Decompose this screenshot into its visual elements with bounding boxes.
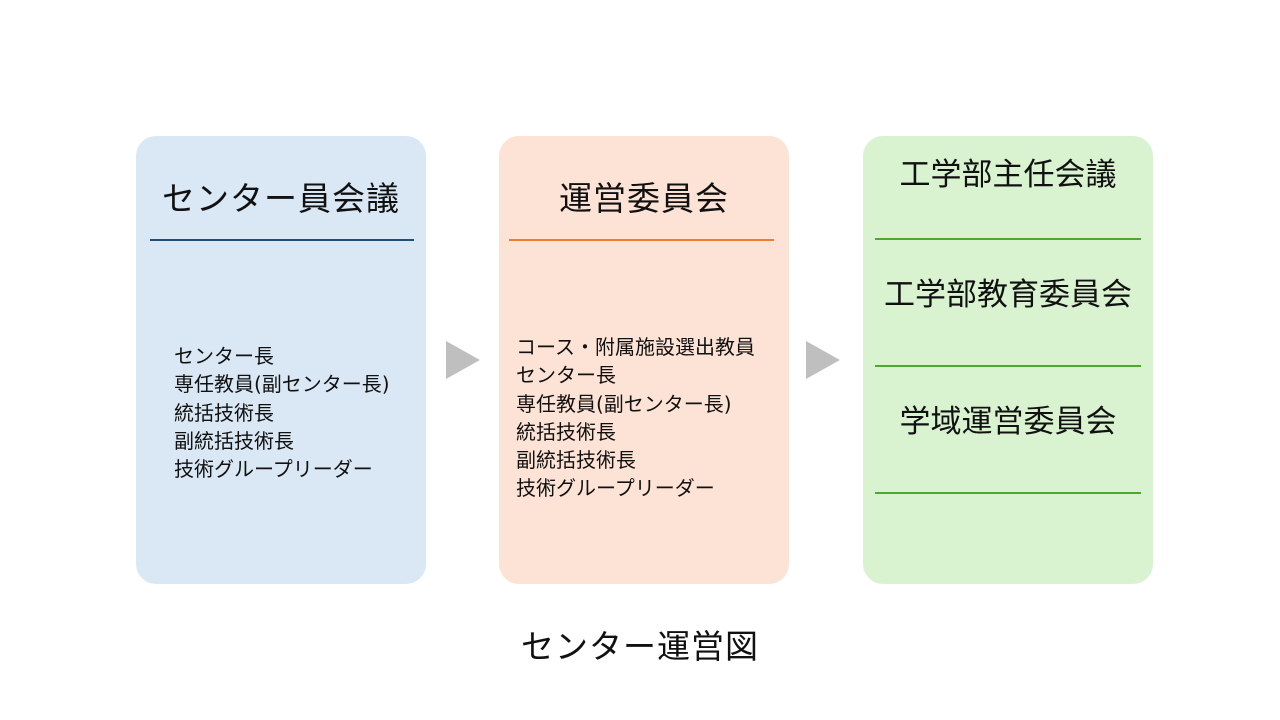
member-item: 統括技術長 xyxy=(174,400,274,425)
card-title: センター員会議 xyxy=(162,179,400,218)
member-item: コース・附属施設選出教員 xyxy=(516,335,755,359)
committee-divider xyxy=(875,238,1141,240)
committee-label: 学域運営委員会 xyxy=(899,404,1117,440)
member-list: コース・附属施設選出教員 センター長 専任教員(副センター長) 統括技術長 副統… xyxy=(516,333,755,503)
title-divider xyxy=(150,239,414,241)
member-item: 副統括技術長 xyxy=(174,428,294,453)
committee-label: 工学部教育委員会 xyxy=(884,277,1132,313)
committee-divider xyxy=(875,365,1141,367)
title-divider xyxy=(509,239,774,241)
member-item: 専任教員(副センター長) xyxy=(174,372,390,397)
faculty-committees-card: 工学部主任会議 工学部教育委員会 学域運営委員会 xyxy=(863,136,1153,584)
member-item: 専任教員(副センター長) xyxy=(516,391,732,416)
member-item: 技術グループリーダー xyxy=(516,476,715,501)
right-triangle-arrow-icon xyxy=(806,341,840,379)
card-title: 運営委員会 xyxy=(559,179,729,218)
committee-item: 工学部教育委員会 xyxy=(875,240,1141,367)
committee-item: 学域運営委員会 xyxy=(875,367,1141,494)
right-triangle-arrow-icon xyxy=(446,341,480,379)
committee-item: 工学部主任会議 xyxy=(875,113,1141,240)
member-item: 統括技術長 xyxy=(516,419,616,444)
committee-divider xyxy=(875,492,1141,494)
committee-label: 工学部主任会議 xyxy=(899,157,1117,193)
member-item: 副統括技術長 xyxy=(516,448,636,473)
center-staff-meeting-card: センター員会議 センター長 専任教員(副センター長) 統括技術長 副統括技術長 … xyxy=(136,136,426,584)
steering-committee-card: 運営委員会 コース・附属施設選出教員 センター長 専任教員(副センター長) 統括… xyxy=(499,136,789,584)
diagram-caption: センター運営図 xyxy=(521,627,759,666)
member-item: センター長 xyxy=(516,363,616,388)
member-item: センター長 xyxy=(174,344,274,368)
member-item: 技術グループリーダー xyxy=(174,457,373,482)
member-list: センター長 専任教員(副センター長) 統括技術長 副統括技術長 技術グループリー… xyxy=(174,342,390,483)
